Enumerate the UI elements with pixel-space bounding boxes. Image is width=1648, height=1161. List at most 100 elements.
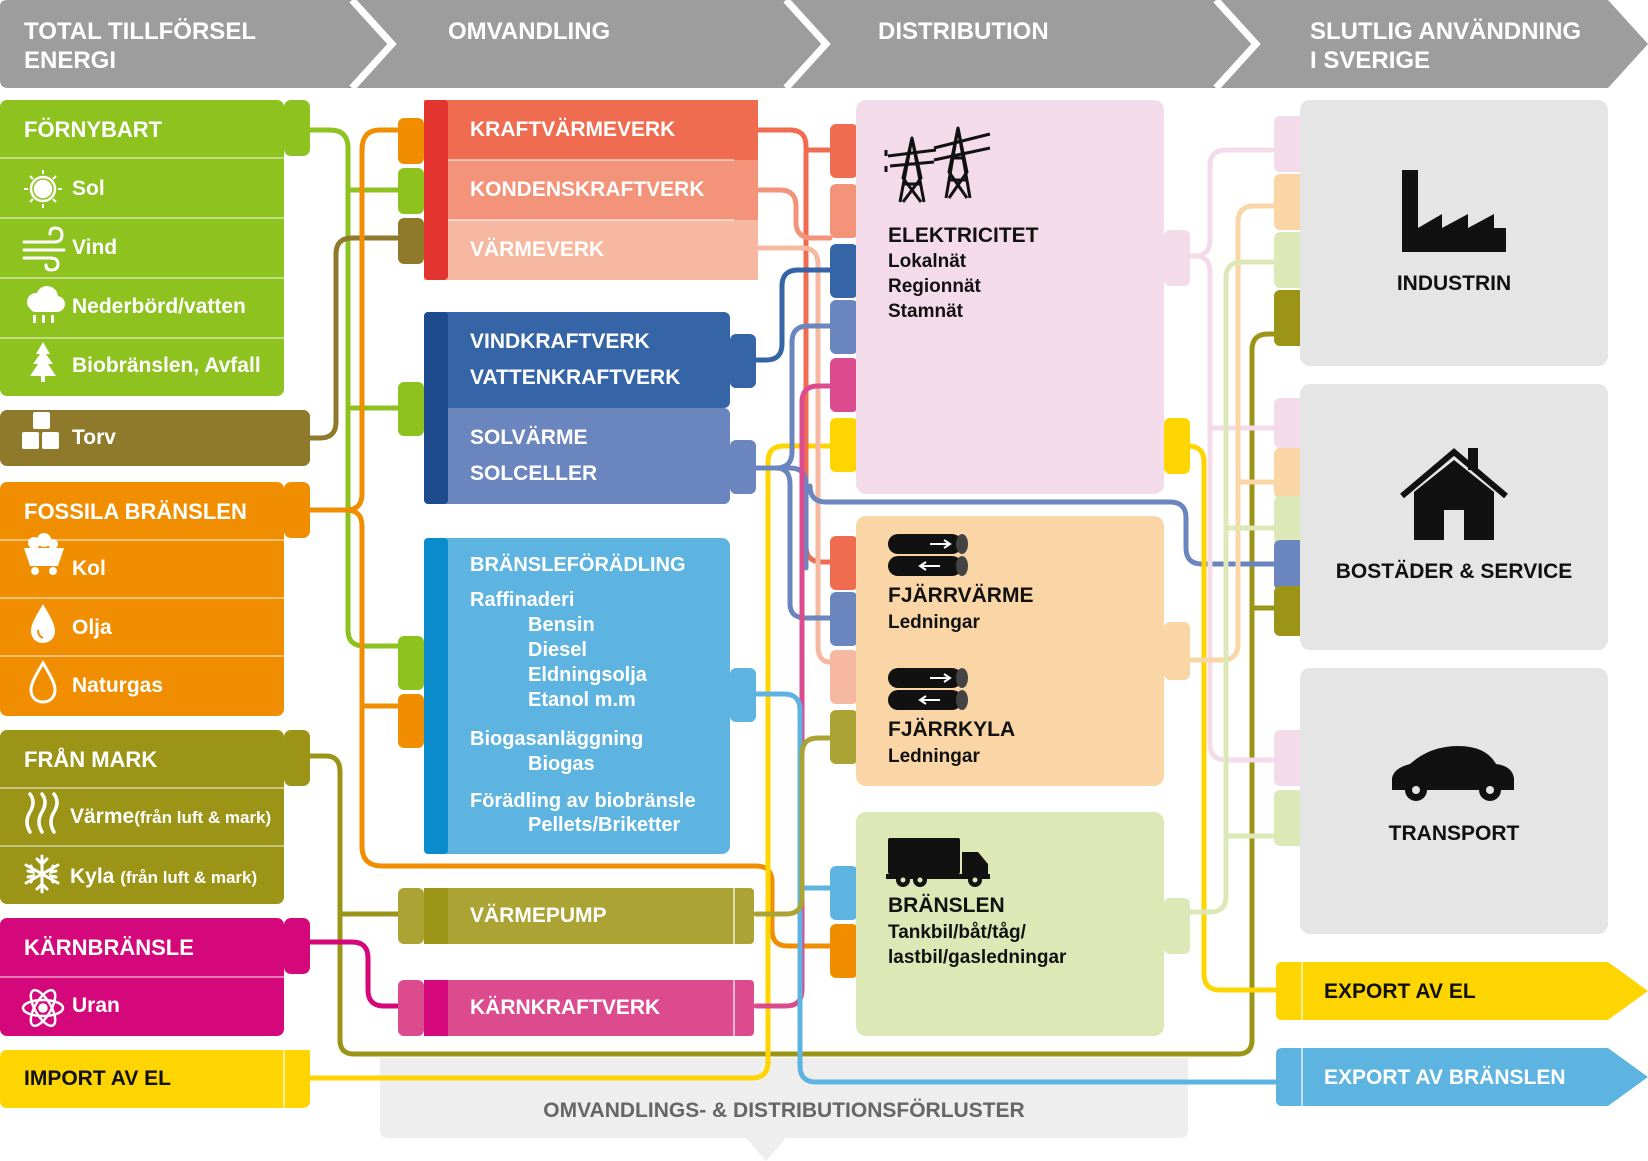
fuels-line2: lastbil/gasledningar: [888, 947, 1067, 968]
biofuel-refining-label: Förädling av biobränsle: [470, 790, 696, 812]
district-cooling-title: FJÄRRKYLA: [888, 718, 1016, 741]
fuels-line1: Tankbil/båt/tåg/: [888, 922, 1026, 943]
industry-label: INDUSTRIN: [1396, 272, 1512, 295]
header-supply-chevron: [0, 0, 392, 88]
atom-icon: [21, 988, 65, 1028]
refinery-item-etanol: Etanol m.m: [528, 689, 636, 711]
fuels-title: BRÄNSLEN: [888, 894, 1005, 917]
source-torv: Torv: [72, 426, 116, 449]
import-el-label: IMPORT AV EL: [24, 1067, 171, 1090]
source-sol: Sol: [72, 177, 105, 200]
flow-lines: [297, 127, 1283, 1085]
refinery-item-diesel: Diesel: [528, 639, 587, 661]
solar-heat-label: SOLVÄRME: [470, 426, 588, 449]
header-final-line2: I SVERIGE: [1310, 47, 1431, 74]
nuclear-fuel-block: [0, 918, 284, 1036]
source-kyla: Kyla (från luft & mark): [70, 865, 257, 889]
power-pylon-icon: [884, 126, 991, 203]
solar-cells-label: SOLCELLER: [470, 462, 598, 485]
import-el-block: [0, 1050, 310, 1108]
header-final-use: SLUTLIG ANVÄNDNING I SVERIGE: [1310, 17, 1581, 75]
source-nederbord: Nederbörd/vatten: [72, 295, 246, 318]
header-conversion-chevron: [352, 0, 826, 88]
export-el-label: EXPORT AV EL: [1324, 980, 1476, 1003]
header-final-line1: SLUTLIG ANVÄNDNING: [1310, 18, 1582, 45]
nuclear-fuel-title: KÄRNBRÄNSLE: [24, 935, 194, 960]
heat-waves-icon: [25, 792, 59, 834]
source-kol: Kol: [72, 557, 106, 580]
chp-label: KRAFTVÄRMEVERK: [470, 118, 676, 141]
source-naturgas: Naturgas: [72, 674, 164, 697]
transport-box: [1300, 668, 1608, 934]
biogas-label: Biogas: [528, 753, 595, 775]
electricity-items: Lokalnät Regionnät Stamnät: [888, 249, 981, 324]
export-el-arrow: [1276, 962, 1648, 1020]
electricity-title: ELEKTRICITET: [888, 224, 1039, 247]
fuels-transport-modes: Tankbil/båt/tåg/ lastbil/gasledningar: [888, 920, 1066, 970]
house-icon: [1400, 448, 1508, 540]
header-distribution-chevron: [786, 0, 1256, 88]
wind-icon: [22, 226, 66, 272]
refinery-item-bensin: Bensin: [528, 614, 595, 636]
tree-icon: [30, 342, 56, 382]
ground-block: [0, 730, 284, 904]
housing-label: BOSTÄDER & SERVICE: [1335, 560, 1573, 583]
electricity-box: [856, 100, 1164, 494]
district-heating-pipes-icon: [888, 534, 968, 576]
gas-flame-icon: [29, 660, 57, 704]
district-cooling-sub: Ledningar: [888, 746, 980, 767]
fossil-title: FOSSILA BRÄNSLEN: [24, 499, 247, 524]
nuclear-plant-label: KÄRNKRAFTVERK: [470, 996, 661, 1019]
header-supply: TOTAL TILLFÖRSEL ENERGI: [24, 17, 256, 75]
district-heating-sub: Ledningar: [888, 612, 980, 633]
source-vind: Vind: [72, 236, 118, 259]
fossil-block: [0, 482, 284, 716]
condensing-label: KONDENSKRAFTVERK: [470, 178, 705, 201]
district-cooling-pipes-icon: [888, 668, 968, 710]
export-fuel-label: EXPORT AV BRÄNSLEN: [1324, 1066, 1566, 1089]
electricity-item-stamnat: Stamnät: [888, 301, 963, 322]
snowflake-icon: [24, 854, 60, 894]
source-kyla-note: (från luft & mark): [120, 868, 258, 887]
header-supply-line1: TOTAL TILLFÖRSEL: [24, 18, 256, 45]
heating-plant-label: VÄRMEVERK: [470, 238, 605, 261]
electricity-item-lokalnat: Lokalnät: [888, 251, 967, 272]
wind-power-label: VINDKRAFTVERK: [470, 330, 650, 353]
source-varme-label: Värme: [70, 805, 135, 828]
sun-icon: [24, 170, 62, 208]
heat-pump-label: VÄRMEPUMP: [470, 904, 607, 927]
peat-block: [0, 410, 310, 466]
electricity-item-regionnat: Regionnät: [888, 276, 981, 297]
refinery-label: Raffinaderi: [470, 589, 575, 611]
header-final-chevron: [1216, 0, 1648, 88]
header-distribution: DISTRIBUTION: [878, 18, 1049, 45]
ground-title: FRÅN MARK: [24, 747, 158, 772]
export-fuel-arrow: [1276, 1048, 1648, 1106]
rain-cloud-icon: [27, 286, 65, 323]
conversion-column: [398, 100, 758, 1036]
truck-icon: [886, 838, 990, 887]
source-biobransle: Biobränslen, Avfall: [72, 354, 261, 377]
header-bar: [0, 0, 1648, 91]
refinery-item-eldningsolja: Eldningsolja: [528, 664, 647, 686]
coal-cart-icon: [24, 533, 64, 575]
district-energy-box: [856, 516, 1164, 786]
source-olja: Olja: [72, 616, 112, 639]
district-heating-title: FJÄRRVÄRME: [888, 584, 1034, 607]
renewable-title: FÖRNYBART: [24, 117, 163, 142]
header-supply-line2: ENERGI: [24, 47, 117, 74]
transport-label: TRANSPORT: [1388, 822, 1520, 845]
source-varme-note: (från luft & mark): [134, 808, 272, 827]
pellets-label: Pellets/Briketter: [528, 814, 681, 836]
biogas-plant-label: Biogasanläggning: [470, 728, 644, 750]
source-kyla-label: Kyla: [70, 865, 115, 888]
peat-blocks-icon: [22, 412, 59, 449]
hydro-power-label: VATTENKRAFTVERK: [470, 366, 681, 389]
factory-icon: [1402, 170, 1506, 252]
header-conversion: OMVANDLING: [448, 18, 611, 45]
oil-drop-icon: [31, 604, 55, 643]
source-varme: Värme(från luft & mark): [70, 805, 271, 829]
supply-column: [0, 100, 310, 1108]
source-uran: Uran: [72, 994, 120, 1017]
